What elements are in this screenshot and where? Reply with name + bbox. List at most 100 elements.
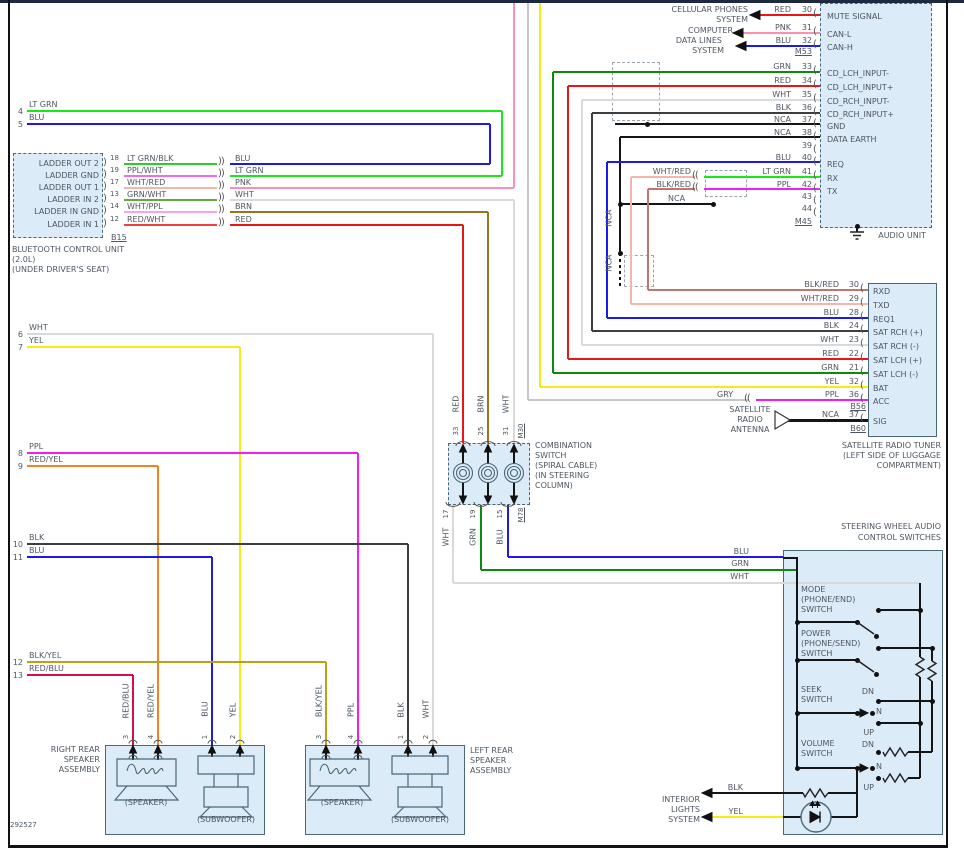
wire-red: [568, 358, 868, 360]
component-name: COMBINATION: [535, 441, 592, 450]
wire-color-label: PNK: [774, 23, 791, 32]
junction-dot: [873, 633, 879, 639]
wire-gry: [528, 399, 749, 401]
page-border: [946, 0, 948, 847]
label: (SUBWOOFER): [390, 815, 450, 824]
junction-dot: [617, 201, 623, 207]
wire-wht: [452, 505, 454, 583]
connector-bracket-icon: )): [218, 192, 225, 203]
wire-color-label: BLK: [823, 321, 839, 330]
wire-ppl: [27, 452, 358, 454]
label: (SPEAKER): [124, 798, 168, 807]
wire-nca: [878, 700, 932, 702]
wire-color-label: PPL/WHT: [127, 166, 163, 175]
label: 1: [397, 734, 405, 740]
pin-number: 33: [801, 62, 812, 71]
audio-unit-box: [820, 3, 932, 228]
pin-signal-label: LADDER IN GND: [34, 207, 99, 216]
label: BLK/YEL: [314, 684, 324, 718]
pin-signal-label: ACC: [873, 397, 890, 406]
label: SWITCH: [801, 695, 833, 704]
connector-bracket-icon: )): [218, 204, 225, 215]
connector-id: M30: [517, 423, 525, 439]
label: SPEAKER: [63, 755, 100, 764]
wire-color-label: PNK: [235, 178, 252, 187]
label: YEL: [228, 702, 238, 718]
wire-number: 5: [17, 120, 23, 129]
pin-signal-label: RXD: [873, 287, 891, 296]
connector-bracket-icon: (: [813, 8, 817, 19]
wire-nca: [620, 136, 820, 138]
page-border: [8, 0, 10, 847]
footer-code: 292527: [10, 821, 37, 829]
connector-bracket-icon: )): [218, 180, 225, 191]
wire-nca: [783, 557, 798, 559]
wire-number: 13: [12, 671, 23, 680]
page-border: [0, 0, 964, 3]
shield-box: [705, 170, 747, 197]
wire-nca: [797, 659, 857, 661]
wire-color-label: BLU: [775, 153, 791, 162]
pin-signal-label: LADDER OUT 1: [38, 183, 99, 192]
label: 19: [469, 509, 477, 519]
shield-box: [612, 62, 660, 121]
wire-color-label: RED: [822, 349, 839, 358]
wire-blu: [508, 556, 783, 558]
label: 25: [477, 426, 485, 436]
wire-blu: [489, 124, 491, 164]
pin-number: 13: [110, 190, 119, 198]
label: 15: [496, 509, 504, 519]
connector-bracket-icon: (: [813, 79, 817, 90]
wire-color-label: WHT: [29, 323, 48, 332]
wire-lt-grn: [230, 175, 502, 177]
wire-color-label: GRN: [773, 62, 791, 71]
connector-bracket-icon: ): [103, 218, 107, 229]
connector-id: B60: [850, 424, 866, 433]
wire-red-wht: [124, 224, 217, 226]
pin-number: 22: [848, 349, 859, 358]
pin-number: 29: [848, 294, 859, 303]
pin-signal-label: MUTE SIGNAL: [827, 12, 882, 21]
wire-brn: [487, 212, 489, 443]
label: SYSTEM: [668, 815, 700, 824]
wire-color-label: RED: [774, 5, 791, 14]
wire-pnk: [230, 187, 514, 189]
pin-signal-label: CD_LCH_INPUT-: [827, 69, 889, 78]
connector-bracket-icon: (: [860, 338, 864, 349]
wire-nca: [931, 681, 933, 752]
pin-signal-label: TXD: [873, 301, 890, 310]
wire-color-label: NCA: [773, 128, 791, 137]
junction-dot: [875, 720, 881, 726]
junction-dot: [875, 607, 881, 613]
pin-number: 32: [848, 377, 859, 386]
wire-wht: [27, 333, 433, 335]
connector-bracket-icon: (: [860, 380, 864, 391]
pin-signal-label: TX: [827, 187, 838, 196]
junction-dot: [854, 765, 860, 771]
label: UP: [863, 783, 874, 792]
wire-grn: [553, 372, 868, 374]
component-name: LEFT REAR: [470, 746, 514, 755]
pin-number: 30: [848, 280, 859, 289]
wire-red-yel: [157, 466, 159, 745]
label: SWITCH: [801, 749, 833, 758]
connector-bracket-icon: (: [813, 65, 817, 76]
wire-yel: [27, 346, 240, 348]
label: 17: [442, 509, 450, 519]
wire-number: 4: [17, 107, 23, 116]
label: WHT: [441, 527, 451, 547]
wire-color-label: YEL: [29, 336, 44, 345]
label: RADIO: [737, 415, 763, 424]
label: SPEAKER: [470, 756, 507, 765]
label: (IN STEERING: [535, 471, 590, 480]
connector-bracket-icon: ((: [692, 182, 699, 193]
wire-color-label: LT GRN: [29, 100, 58, 109]
component-name: SATELLITE RADIO TUNER: [841, 441, 941, 450]
wire-nca: [239, 750, 241, 757]
label: SWITCH: [801, 649, 833, 658]
connector-bracket-icon: (: [860, 324, 864, 335]
wire-nca: [796, 558, 798, 768]
junction-dot: [854, 657, 860, 663]
pin-signal-label: CD_RCH_INPUT-: [827, 97, 890, 106]
wire-color-label: PPL: [776, 180, 791, 189]
